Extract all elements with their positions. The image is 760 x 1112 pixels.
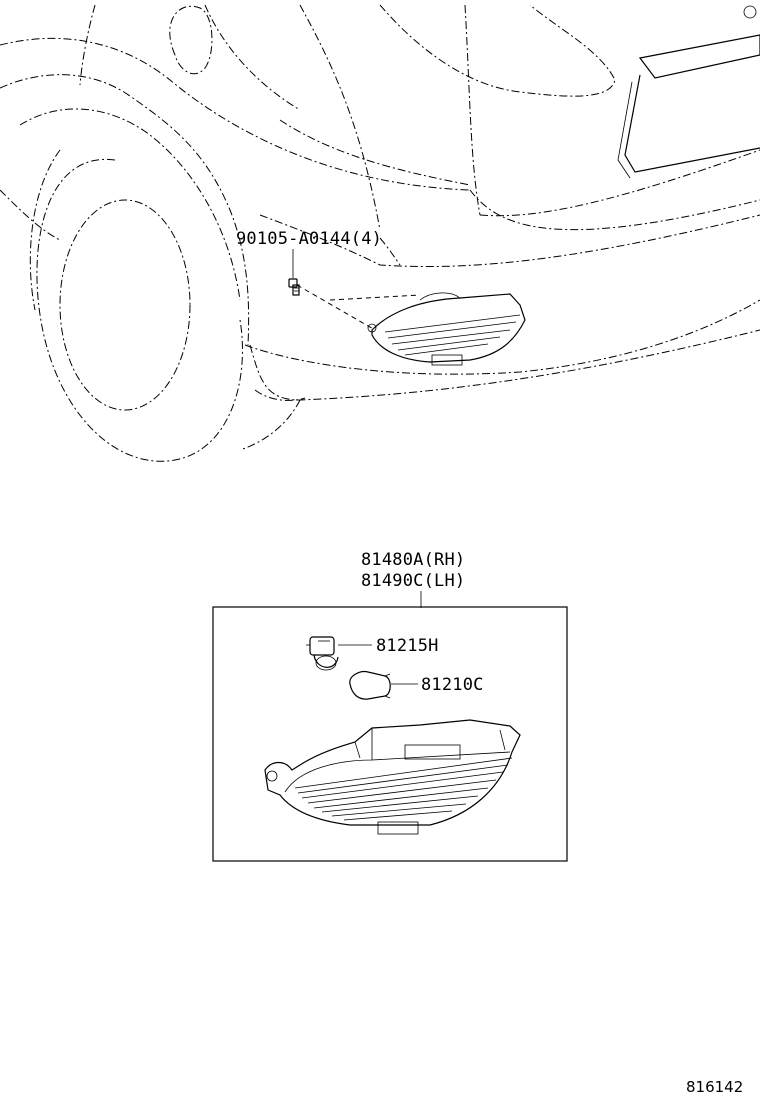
rear-wheel — [29, 149, 243, 462]
installed-lamp — [296, 284, 526, 366]
bolt-icon — [288, 278, 300, 296]
socket-icon — [306, 636, 339, 671]
vehicle-body-outline — [0, 4, 760, 451]
assembly-lh-part-number: 81490C(LH) — [361, 571, 466, 591]
assembly-box — [212, 606, 568, 862]
diagram-id: 816142 — [686, 1078, 744, 1096]
socket-part-number: 81215H — [376, 636, 439, 656]
bulb-part-number: 81210C — [421, 675, 484, 695]
assembly-rh-part-number: 81480A(RH) — [361, 550, 466, 570]
bolt-part-number: 90105-A0144(4) — [236, 229, 383, 249]
bulb-icon — [349, 671, 391, 700]
lamp-assembly-drawing — [264, 719, 521, 835]
